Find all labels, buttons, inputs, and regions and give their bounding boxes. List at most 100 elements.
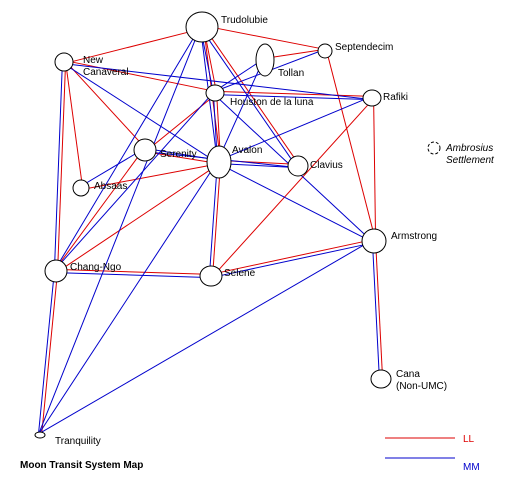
ll-route-new-canaveral-serenity: [64, 60, 147, 150]
mm-route-avalon-clavius: [218, 163, 298, 169]
mm-route-chang-ngo-selene: [55, 272, 211, 279]
mm-route-armstrong-cana: [371, 241, 380, 380]
station-label-line: Selene: [224, 268, 256, 279]
mm-route-trudolubie-tranquility: [38, 26, 201, 435]
station-node-tollan[interactable]: [255, 43, 275, 77]
station-label-line: Armstrong: [391, 231, 437, 242]
mm-route-selene-armstrong: [211, 242, 375, 279]
station-label-clavius: Clavius: [310, 160, 343, 171]
ll-route-avalon-serenity: [144, 151, 219, 165]
mm-route-armstrong-tranquility: [38, 239, 374, 435]
station-node-avalon[interactable]: [206, 145, 232, 179]
ll-route-new-canaveral-absaas: [65, 61, 84, 188]
mm-route-chang-ngo-tranquility: [37, 270, 55, 435]
mm-routes: [37, 25, 380, 435]
station-label-line: Septendecim: [335, 42, 393, 53]
ll-route-selene-armstrong: [210, 238, 374, 275]
station-label-absaas: Absaas: [94, 181, 127, 192]
ll-routes: [41, 24, 384, 436]
station-label-serenity: Serenity: [160, 149, 197, 160]
station-label-line: Canaveral: [83, 67, 129, 78]
mm-route-trudolubie-clavius: [200, 27, 298, 168]
station-nodes: [34, 11, 441, 439]
ll-route-avalon-selene: [212, 162, 222, 277]
station-label-line: New: [83, 55, 104, 66]
station-label-tollan: Tollan: [278, 68, 304, 79]
ll-route-avalon-absaas: [81, 163, 220, 191]
ll-route-avalon-chang-ngo: [56, 162, 221, 273]
ll-route-tollan-septendecim: [264, 48, 325, 59]
station-label-selene: Selene: [224, 268, 256, 279]
ll-route-chang-ngo-selene: [56, 268, 212, 275]
station-node-new-canaveral[interactable]: [54, 52, 74, 72]
ll-route-trudolubie-new-canaveral: [64, 28, 203, 65]
station-node-ambrosius[interactable]: [427, 141, 441, 155]
ll-route-new-canaveral-houston: [64, 59, 216, 92]
station-node-tranquility[interactable]: [34, 431, 46, 439]
legend-ll-label: LL: [463, 434, 475, 445]
station-label-line: (Non-UMC): [396, 381, 447, 392]
station-label-line: Chang-Ngo: [70, 262, 122, 273]
ll-route-chang-ngo-tranquility: [41, 271, 59, 436]
station-node-septendecim[interactable]: [317, 43, 333, 59]
station-label-septendecim: Septendecim: [335, 42, 393, 53]
mm-route-new-canaveral-rafiki: [63, 63, 372, 101]
mm-route-houston-chang-ngo: [54, 91, 215, 271]
legend: LL MM: [385, 434, 480, 473]
station-node-rafiki[interactable]: [362, 89, 382, 107]
mm-route-avalon-tranquility: [38, 160, 219, 435]
ll-route-new-canaveral-chang-ngo: [57, 62, 67, 272]
mm-route-avalon-selene: [208, 161, 218, 276]
station-label-line: Avalon: [232, 145, 262, 156]
station-label-line: Settlement: [446, 155, 495, 166]
station-label-line: Serenity: [160, 149, 197, 160]
map-title: Moon Transit System Map: [20, 460, 143, 471]
station-node-chang-ngo[interactable]: [44, 259, 68, 283]
station-label-trudolubie: Trudolubie: [221, 15, 268, 26]
station-label-chang-ngo: Chang-Ngo: [70, 262, 122, 273]
mm-route-tollan-avalon: [217, 59, 264, 162]
ll-route-houston-serenity: [145, 93, 217, 152]
station-node-selene[interactable]: [199, 265, 223, 287]
ll-route-chang-ngo-serenity: [54, 148, 145, 271]
station-label-line: Clavius: [310, 160, 343, 171]
station-label-cana: Cana(Non-UMC): [396, 369, 447, 392]
mm-route-houston-rafiki: [214, 94, 372, 101]
station-node-armstrong[interactable]: [361, 228, 387, 254]
station-label-armstrong: Armstrong: [391, 231, 437, 242]
station-label-line: Tranquility: [55, 436, 101, 447]
station-label-line: Houston de la luna: [230, 97, 314, 108]
ll-route-rafiki-armstrong: [373, 97, 377, 241]
station-node-trudolubie[interactable]: [185, 11, 219, 43]
mm-route-serenity-absaas: [79, 148, 145, 188]
mm-route-rafiki-avalon: [218, 96, 372, 161]
station-node-houston[interactable]: [205, 84, 225, 102]
ll-route-armstrong-cana: [375, 240, 384, 379]
ll-route-septendecim-armstrong: [326, 50, 377, 241]
station-label-avalon: Avalon: [232, 145, 262, 156]
ll-route-trudolubie-septendecim: [202, 24, 326, 50]
mm-route-new-canaveral-avalon: [62, 62, 219, 164]
mm-route-new-canaveral-chang-ngo: [53, 61, 63, 271]
station-node-absaas[interactable]: [72, 179, 90, 197]
mm-route-avalon-armstrong: [218, 162, 374, 243]
ll-route-rafiki-selene: [211, 98, 374, 278]
station-label-rafiki: Rafiki: [383, 92, 408, 103]
station-label-line: Absaas: [94, 181, 127, 192]
station-label-line: Cana: [396, 369, 420, 380]
station-node-serenity[interactable]: [133, 138, 157, 162]
station-node-clavius[interactable]: [287, 155, 309, 177]
station-label-line: Tollan: [278, 68, 304, 79]
ll-route-houston-rafiki: [215, 90, 373, 97]
station-node-cana[interactable]: [370, 369, 392, 389]
station-label-tranquility: Tranquility: [55, 436, 101, 447]
station-label-line: Ambrosius: [445, 143, 493, 154]
mm-route-trudolubie-chang-ngo: [54, 25, 202, 271]
legend-mm-label: MM: [463, 462, 480, 473]
station-label-line: Trudolubie: [221, 15, 268, 26]
station-label-houston: Houston de la luna: [230, 97, 314, 108]
